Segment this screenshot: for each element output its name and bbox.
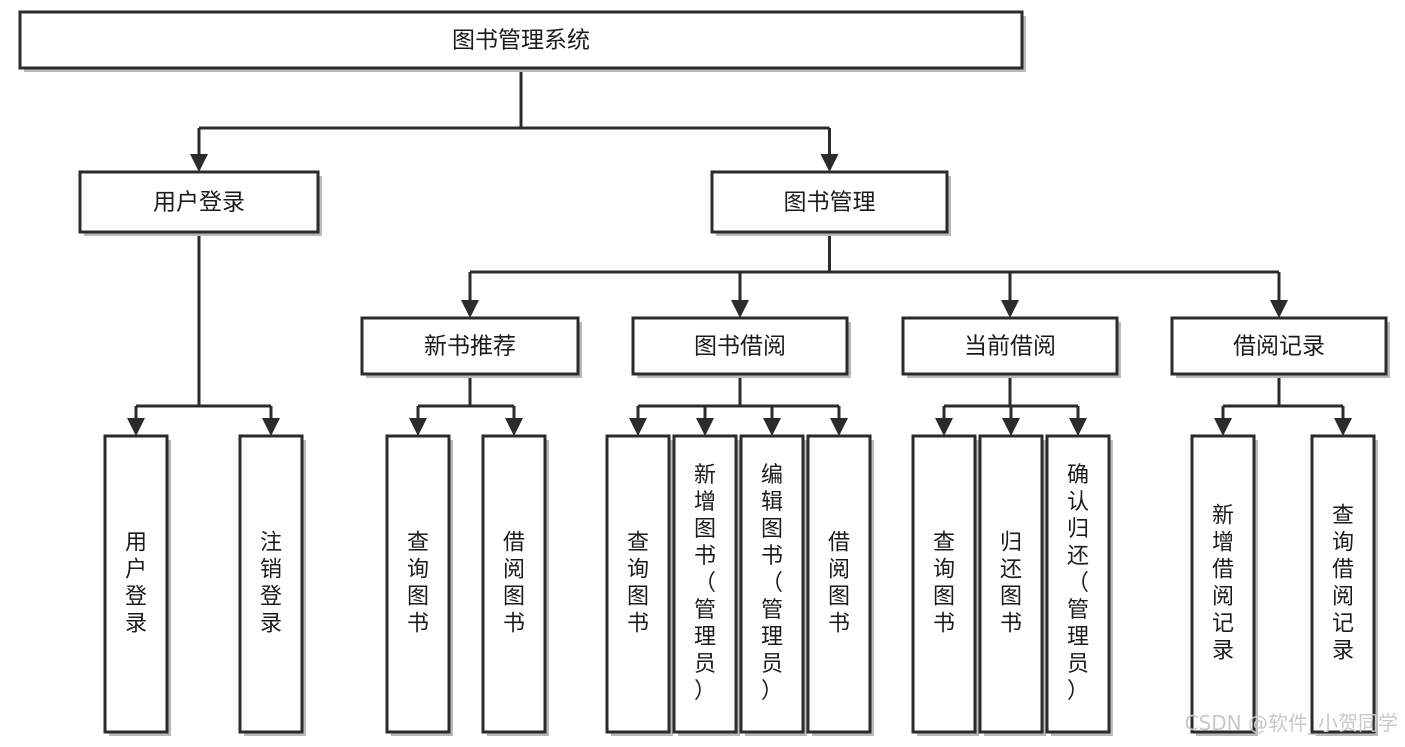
node-borrow-record[interactable]: 借阅记录 <box>1170 316 1390 378</box>
node-bb-add-book[interactable]: 新增图书（管理员） <box>672 434 740 736</box>
node-box <box>385 434 451 734</box>
node-nb-query-book[interactable]: 查询图书 <box>385 434 453 736</box>
node-box <box>103 434 169 734</box>
node-box <box>1170 316 1388 376</box>
node-label-vertical: 借阅图书 <box>828 531 850 637</box>
arrow-head <box>1214 418 1232 436</box>
node-box <box>901 316 1119 376</box>
node-box <box>739 434 805 734</box>
node-bb-query-book[interactable]: 查询图书 <box>605 434 673 736</box>
node-book-borrow[interactable]: 图书借阅 <box>631 316 851 378</box>
node-label: 当前借阅 <box>964 334 1056 360</box>
node-new-book-rec[interactable]: 新书推荐 <box>360 316 582 378</box>
node-label-vertical: 查询图书 <box>933 531 955 637</box>
node-bb-edit-book[interactable]: 编辑图书（管理员） <box>739 434 807 736</box>
arrow-head <box>629 418 647 436</box>
node-cb-confirm-back[interactable]: 确认归还（管理员） <box>1045 434 1113 736</box>
arrow-head <box>820 154 839 172</box>
arrow-head <box>505 418 523 436</box>
node-bb-borrow-book[interactable]: 借阅图书 <box>806 434 874 736</box>
node-cb-return-book[interactable]: 归还图书 <box>978 434 1046 736</box>
node-box <box>78 170 320 234</box>
node-layer: 图书管理系统用户登录图书管理用户登录注销登录新书推荐查询图书借阅图书图书借阅查询… <box>18 10 1390 736</box>
node-label-vertical: 注销登录 <box>260 531 282 637</box>
node-root[interactable]: 图书管理系统 <box>18 10 1026 72</box>
connector-layer <box>127 68 1352 436</box>
node-box <box>672 434 738 734</box>
arrow-head <box>409 418 427 436</box>
node-box <box>806 434 872 734</box>
node-label: 图书借阅 <box>694 334 786 360</box>
node-box <box>631 316 849 376</box>
node-br-add-record[interactable]: 新增借阅记录 <box>1190 434 1258 736</box>
arrow-head <box>127 418 145 436</box>
node-label: 新书推荐 <box>424 334 516 360</box>
node-book-manage[interactable]: 图书管理 <box>710 170 951 236</box>
node-box <box>1045 434 1111 734</box>
arrow-head <box>935 418 953 436</box>
node-label-vertical: 查询图书 <box>407 531 429 637</box>
node-user-login-do[interactable]: 用户登录 <box>103 434 171 736</box>
node-box <box>360 316 580 376</box>
node-label-vertical: 用户登录 <box>125 531 147 637</box>
arrow-head <box>262 418 280 436</box>
node-box <box>978 434 1044 734</box>
node-br-query-record[interactable]: 查询借阅记录 <box>1310 434 1378 736</box>
node-box <box>605 434 671 734</box>
arrow-head <box>1334 418 1352 436</box>
arrow-head <box>1270 300 1288 318</box>
node-nb-borrow-book[interactable]: 借阅图书 <box>481 434 549 736</box>
node-label: 借阅记录 <box>1233 334 1325 360</box>
arrow-head <box>830 418 848 436</box>
csdn-watermark: CSDN @软件_小贺同学 <box>1185 711 1398 735</box>
node-user-logout[interactable]: 注销登录 <box>238 434 306 736</box>
node-box <box>238 434 304 734</box>
arrow-head <box>696 418 714 436</box>
node-label: 图书管理系统 <box>452 28 590 54</box>
node-user-login[interactable]: 用户登录 <box>78 170 322 236</box>
node-box <box>1190 434 1256 734</box>
node-box <box>1310 434 1376 734</box>
node-label-vertical: 归还图书 <box>1000 531 1022 637</box>
node-label-vertical: 编辑图书（管理员） <box>761 463 783 704</box>
node-label-vertical: 新增借阅记录 <box>1212 504 1234 664</box>
node-box <box>911 434 977 734</box>
arrow-head <box>190 154 208 172</box>
node-label-vertical: 借阅图书 <box>503 531 525 637</box>
node-label-vertical: 查询借阅记录 <box>1332 504 1354 664</box>
arrow-head <box>1001 300 1019 318</box>
arrow-head <box>763 418 781 436</box>
node-box <box>481 434 547 734</box>
node-cb-query-book[interactable]: 查询图书 <box>911 434 979 736</box>
arrow-head <box>461 300 479 318</box>
node-label-vertical: 确认归还（管理员） <box>1067 463 1089 704</box>
node-box <box>18 10 1024 70</box>
node-label: 用户登录 <box>153 190 245 216</box>
arrow-head <box>1002 418 1020 436</box>
arrow-head <box>731 300 749 318</box>
arrow-head <box>1069 418 1087 436</box>
node-label: 图书管理 <box>784 190 876 216</box>
node-current-borrow[interactable]: 当前借阅 <box>901 316 1121 378</box>
node-box <box>710 170 949 234</box>
node-label-vertical: 新增图书（管理员） <box>694 463 716 704</box>
node-label-vertical: 查询图书 <box>627 531 649 637</box>
